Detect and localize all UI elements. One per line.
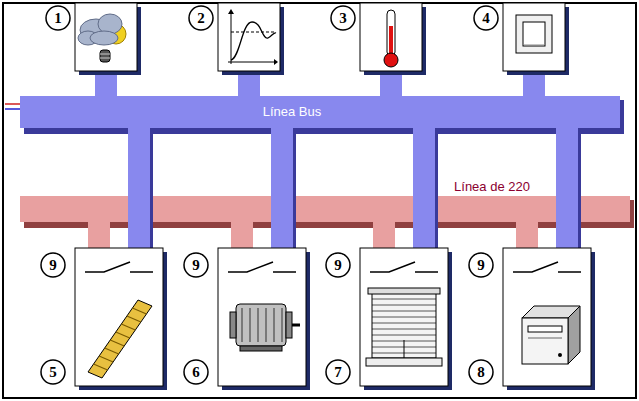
bus-line-label: Línea Bus (263, 105, 322, 118)
callout-number: 8 (477, 365, 485, 380)
callout-number: 9 (192, 258, 200, 273)
callout-number: 1 (54, 11, 62, 26)
callout-number: 7 (334, 365, 342, 380)
callout-number: 6 (192, 365, 200, 380)
callout-number: 2 (197, 11, 205, 26)
callout-number: 9 (477, 258, 485, 273)
callout-number: 5 (49, 365, 57, 380)
callout-number: 3 (339, 11, 347, 26)
callout-number: 4 (482, 11, 490, 26)
power-line-label: Línea de 220 (452, 180, 532, 193)
callout-number: 9 (334, 258, 342, 273)
callout-number: 9 (49, 258, 57, 273)
